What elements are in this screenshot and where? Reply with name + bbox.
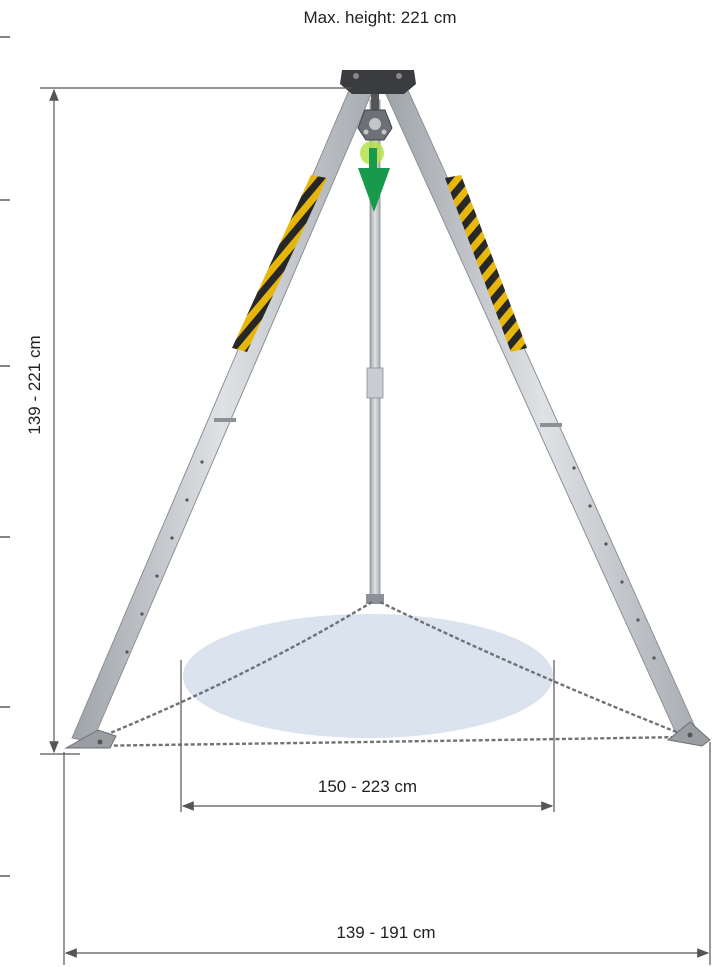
tripod-leg-center — [366, 99, 384, 604]
max-height-label: Max. height: 221 cm — [303, 8, 457, 27]
tripod-head — [340, 70, 416, 94]
height-range-label: 139 - 221 cm — [25, 335, 44, 435]
tripod-foot-left — [64, 729, 117, 749]
height-dimension — [40, 87, 352, 755]
work-area-span-label: 150 - 223 cm — [317, 777, 418, 796]
pulley-icon — [357, 94, 393, 141]
leg-span-dimension — [63, 742, 711, 965]
work-area-ellipse — [183, 614, 553, 738]
tripod-foot-right — [666, 721, 711, 747]
leg-span-label: 139 - 191 cm — [336, 923, 436, 942]
work-area-dimension — [180, 660, 555, 812]
chain-lines — [77, 600, 685, 748]
down-arrow-icon — [358, 141, 390, 212]
side-ruler-ticks — [0, 36, 10, 877]
